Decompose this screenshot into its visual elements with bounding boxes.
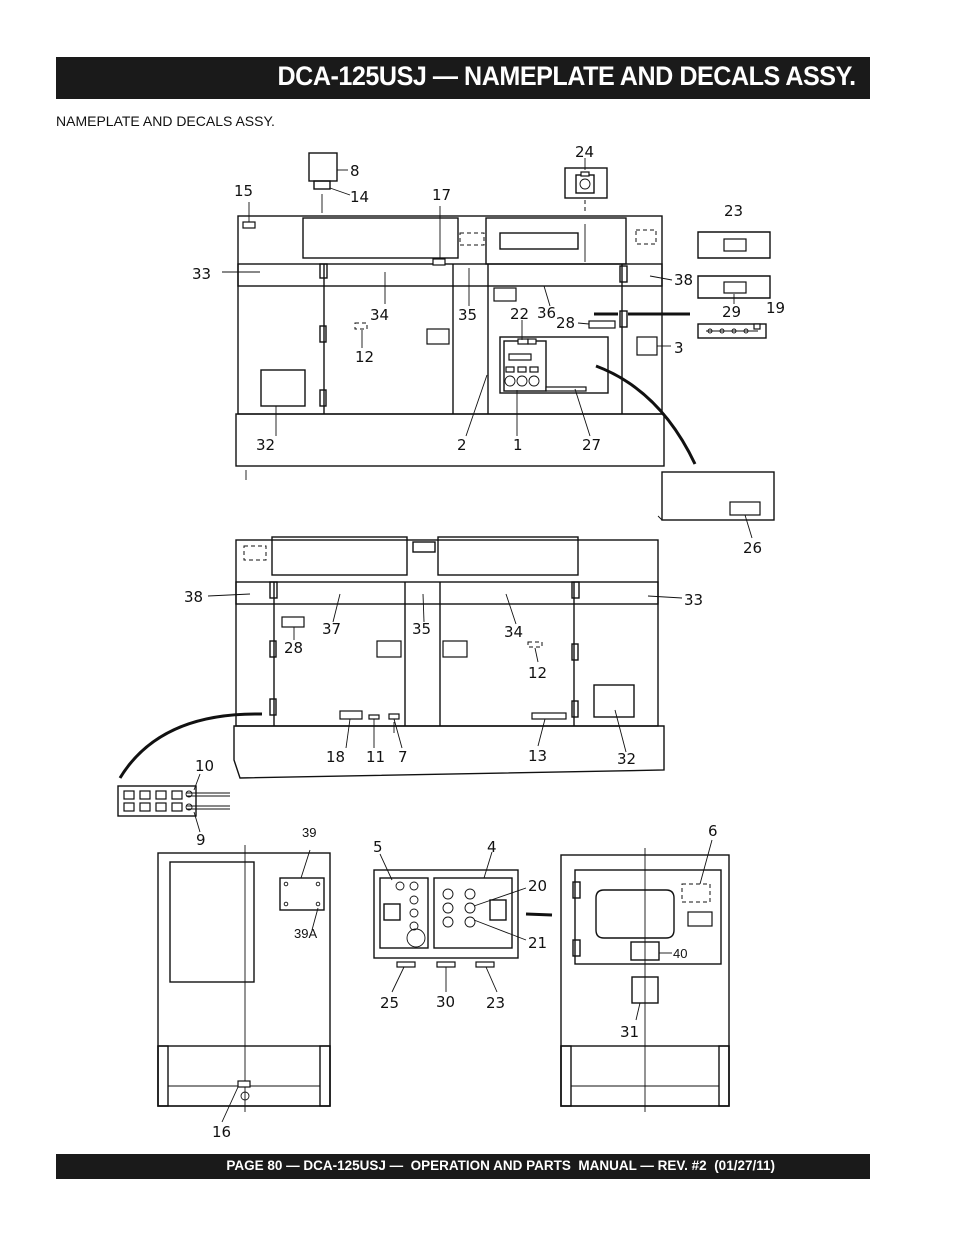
callout-11: 11 xyxy=(366,748,385,766)
decal-23-panel xyxy=(697,231,771,259)
callout-13: 13 xyxy=(528,747,547,765)
decal-24-panel xyxy=(564,158,608,214)
callout-27: 27 xyxy=(582,436,601,454)
page-footer-bar: PAGE 80 — DCA-125USJ — OPERATION AND PAR… xyxy=(56,1154,870,1179)
callout-34: 34 xyxy=(370,306,389,324)
callout-15: 15 xyxy=(234,182,253,200)
generator-front-view xyxy=(560,839,730,1112)
callout-20: 20 xyxy=(528,877,547,895)
callout-38: 38 xyxy=(674,271,693,289)
generator-side-view-2 xyxy=(118,536,683,779)
page-title-bar: DCA-125USJ — NAMEPLATE AND DECALS ASSY. xyxy=(56,57,870,99)
callout-28b: 28 xyxy=(284,639,303,657)
callout-37: 37 xyxy=(322,620,341,638)
page-footer: PAGE 80 — DCA-125USJ — OPERATION AND PAR… xyxy=(226,1158,775,1173)
callout-30: 30 xyxy=(436,993,455,1011)
callout-6: 6 xyxy=(708,822,718,840)
light-and-decal-8-14 xyxy=(308,152,351,196)
section-subtitle: NAMEPLATE AND DECALS ASSY. xyxy=(56,113,275,129)
page-title: DCA-125USJ — NAMEPLATE AND DECALS ASSY. xyxy=(277,61,857,91)
callout-19: 19 xyxy=(766,299,785,317)
callout-22: 22 xyxy=(510,305,529,323)
callout-28: 28 xyxy=(556,314,575,332)
callout-2: 2 xyxy=(457,436,467,454)
decal-19-strip xyxy=(697,323,767,339)
callout-12: 12 xyxy=(355,348,374,366)
callout-14: 14 xyxy=(350,188,369,206)
callout-23: 23 xyxy=(724,202,743,220)
callout-25: 25 xyxy=(380,994,399,1012)
decal-29-panel xyxy=(697,275,771,304)
callout-10: 10 xyxy=(195,757,214,775)
callout-31: 31 xyxy=(620,1023,639,1041)
callout-38b: 38 xyxy=(184,588,203,606)
callout-7: 7 xyxy=(398,748,408,766)
callout-9: 9 xyxy=(196,831,206,849)
callout-3: 3 xyxy=(674,339,684,357)
callout-5: 5 xyxy=(373,838,383,856)
decal-26-box xyxy=(657,471,775,539)
callout-34b: 34 xyxy=(504,623,523,641)
callout-29: 29 xyxy=(722,303,741,321)
callout-39a: 39A xyxy=(294,926,317,941)
generator-side-view-1 xyxy=(222,194,697,480)
callout-16: 16 xyxy=(212,1123,231,1141)
callout-4: 4 xyxy=(487,838,497,856)
callout-labels: 15 8 14 17 24 23 33 38 34 35 36 22 28 29… xyxy=(184,143,785,1141)
callout-33b: 33 xyxy=(684,591,703,609)
callout-35: 35 xyxy=(458,306,477,324)
callout-17: 17 xyxy=(432,186,451,204)
generator-rear-view xyxy=(157,845,331,1123)
callout-12b: 12 xyxy=(528,664,547,682)
callout-40: 40 xyxy=(673,946,687,961)
callout-32b: 32 xyxy=(617,750,636,768)
callout-35b: 35 xyxy=(412,620,431,638)
callout-36: 36 xyxy=(537,304,556,322)
callout-26: 26 xyxy=(743,539,762,557)
callout-32: 32 xyxy=(256,436,275,454)
callout-24: 24 xyxy=(575,143,594,161)
callout-33: 33 xyxy=(192,265,211,283)
decal-9-10-plate xyxy=(117,773,230,833)
callout-21: 21 xyxy=(528,934,547,952)
callout-23b: 23 xyxy=(486,994,505,1012)
callout-18: 18 xyxy=(326,748,345,766)
control-panel-decals xyxy=(373,851,553,993)
callout-39: 39 xyxy=(302,825,316,840)
callout-1: 1 xyxy=(513,436,523,454)
callout-8: 8 xyxy=(350,162,360,180)
